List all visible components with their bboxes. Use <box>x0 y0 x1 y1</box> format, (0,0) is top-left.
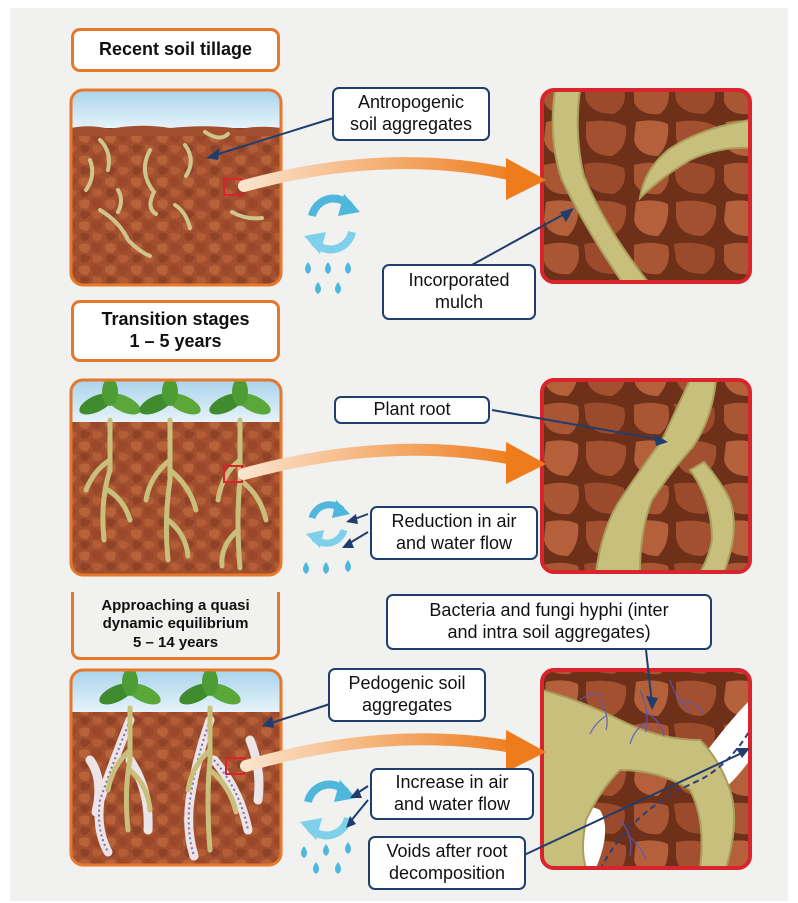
zoom-arrow <box>244 442 546 484</box>
callout-anthropogenic-aggregates: Antropogenic soil aggregates <box>332 87 490 141</box>
water-drops-icon <box>301 842 351 874</box>
callout-text: Pedogenic soil <box>348 673 465 695</box>
callout-voids: Voids after root decomposition <box>368 836 526 890</box>
callout-reduction-flow: Reduction in air and water flow <box>370 506 538 560</box>
callout-text: Bacteria and fungi hyphi (inter <box>429 600 668 622</box>
stage-title-text: Transition stages <box>101 309 249 331</box>
zoom-arrow <box>244 158 546 200</box>
stage-title-text: 5 – 14 years <box>133 634 218 652</box>
callout-text: aggregates <box>362 695 452 717</box>
stage-title-text: Recent soil tillage <box>99 39 252 61</box>
recycle-arrows-icon <box>304 194 360 254</box>
callout-text: soil aggregates <box>350 114 472 136</box>
callout-text: decomposition <box>389 863 505 885</box>
callout-bacteria-fungi: Bacteria and fungi hyphi (inter and intr… <box>386 594 712 650</box>
stage-title-text: dynamic equilibrium <box>103 615 249 633</box>
callout-plant-root: Plant root <box>334 396 490 424</box>
callout-pedogenic-aggregates: Pedogenic soil aggregates <box>328 668 486 722</box>
callout-increase-flow: Increase in air and water flow <box>370 768 534 820</box>
zoom-arrow <box>246 730 546 772</box>
callout-text: Antropogenic <box>358 92 464 114</box>
callout-incorporated-mulch: Incorporated mulch <box>382 264 536 320</box>
water-drops-icon <box>305 262 351 294</box>
stage-title-text: 1 – 5 years <box>129 331 221 353</box>
water-drops-icon <box>303 560 351 574</box>
stage-title-recent-tillage: Recent soil tillage <box>71 28 280 72</box>
recycle-arrows-icon <box>300 780 356 840</box>
callout-text: mulch <box>435 292 483 314</box>
callout-text: Plant root <box>373 399 450 421</box>
callout-text: Reduction in air <box>391 511 516 533</box>
stage-title-equilibrium: Approaching a quasi dynamic equilibrium … <box>71 592 280 660</box>
callout-text: Increase in air <box>395 772 508 794</box>
zoom-panel-equilibrium <box>542 670 750 870</box>
callout-text: Voids after root <box>386 841 507 863</box>
callout-text: Incorporated <box>408 270 509 292</box>
zoom-panel-tillage <box>542 90 750 282</box>
stage-title-transition: Transition stages 1 – 5 years <box>71 300 280 362</box>
callout-text: and intra soil aggregates) <box>447 622 650 644</box>
stage-title-text: Approaching a quasi <box>101 597 249 615</box>
zoom-panel-transition <box>542 380 750 572</box>
callout-text: and water flow <box>394 794 510 816</box>
callout-text: and water flow <box>396 533 512 555</box>
recycle-arrows-icon <box>306 500 350 548</box>
